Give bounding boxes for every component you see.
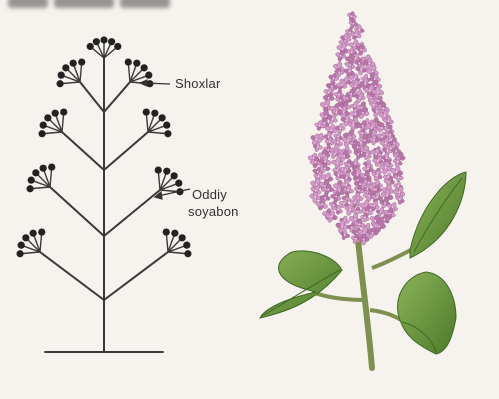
flower-bud (163, 122, 170, 129)
flower-bud (26, 185, 33, 192)
flower-bud (38, 130, 45, 137)
flower-bud (145, 72, 152, 79)
flower-bud (141, 64, 148, 71)
branch-left-4 (80, 82, 104, 112)
flower-bud (52, 110, 59, 117)
flower-bud (171, 230, 178, 237)
flower-bud (32, 169, 39, 176)
flower-bud (30, 230, 37, 237)
flower-bud (60, 108, 67, 115)
flower-bud (155, 166, 162, 173)
flower-bud (58, 72, 65, 79)
branch-left-1 (40, 252, 104, 300)
flower-bud (183, 242, 190, 249)
leaf-upper-right (410, 172, 466, 258)
lilac-flower-cluster (308, 11, 406, 245)
flower-bud (44, 114, 51, 121)
lilac-stalk (358, 240, 372, 368)
flower-bud (100, 36, 107, 43)
flower-bud (22, 234, 29, 241)
leaf-left (260, 251, 342, 318)
inflorescence-diagram (40, 58, 168, 352)
flower-bud (108, 38, 115, 45)
flower-bud (143, 108, 150, 115)
flower-bud (159, 114, 166, 121)
flower-bud (114, 43, 121, 50)
flower-bud (28, 177, 35, 184)
flower-bud (164, 130, 171, 137)
pointer-lines (140, 80, 190, 199)
flower-bud (18, 242, 25, 249)
label-simple-line1: Oddiy (192, 187, 227, 202)
leaf-lower-right (398, 272, 456, 354)
flower-bud (151, 110, 158, 117)
flower-bud (184, 250, 191, 257)
flower-bud (62, 64, 69, 71)
branch-right-1 (104, 252, 168, 300)
flower-bud (56, 80, 63, 87)
flower-bud (175, 180, 182, 187)
flower-bud (16, 250, 23, 257)
leaf-stem-left (312, 292, 366, 300)
flower-bud (48, 163, 55, 170)
flower-bud (38, 228, 45, 235)
branch-left-3 (62, 132, 104, 170)
flower-bud (78, 58, 85, 65)
flower-bud (93, 38, 100, 45)
flower-bud (87, 43, 94, 50)
flower-bud (163, 168, 170, 175)
branch-left-2 (50, 187, 104, 236)
flower-bud (40, 122, 47, 129)
flower-bud (125, 58, 132, 65)
flower-bud (70, 60, 77, 67)
label-branches: Shoxlar (175, 76, 220, 91)
flower-bud (179, 234, 186, 241)
branch-right-3 (104, 132, 148, 170)
flower-bud (133, 60, 140, 67)
flower-bud (163, 228, 170, 235)
flower-bud (40, 165, 47, 172)
label-simple-line2: soyabon (188, 204, 239, 219)
branch-right-2 (104, 190, 160, 236)
branch-right-4 (104, 82, 130, 112)
flower-bud (171, 172, 178, 179)
lilac-illustration (260, 11, 466, 368)
